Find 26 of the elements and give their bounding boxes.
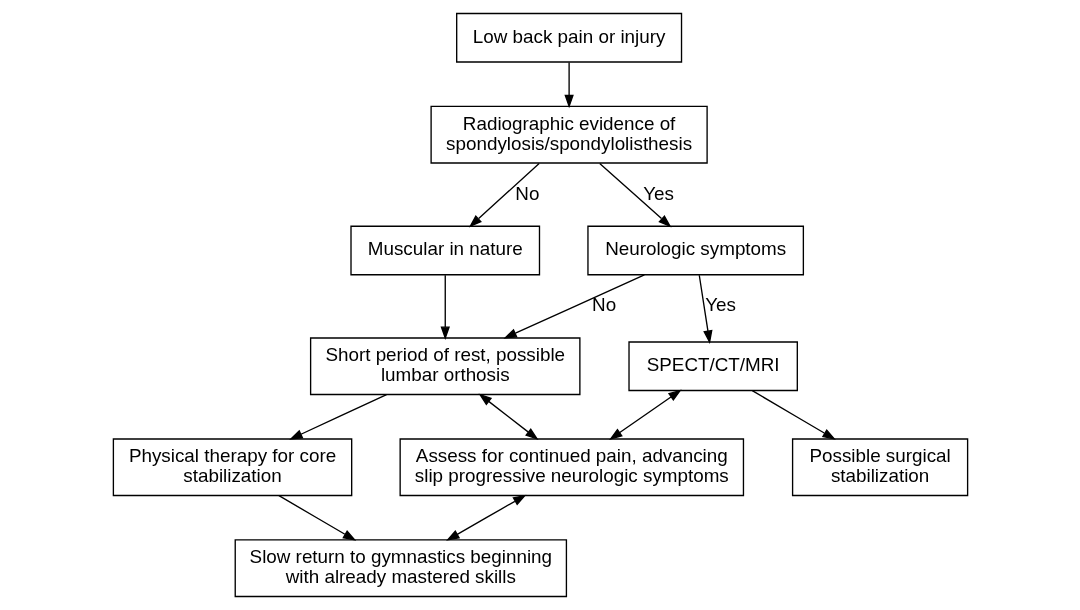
node-box: Possible surgical stabilization bbox=[791, 438, 968, 497]
edge-label: No bbox=[591, 294, 616, 316]
node-box: Radiographic evidence of spondylosis/spondylolisthesis bbox=[429, 105, 708, 164]
arrow bbox=[751, 389, 836, 440]
node-box: Physical therapy for core stabilization bbox=[112, 438, 352, 497]
edge-label: No bbox=[514, 182, 539, 204]
node-box: Muscular in nature bbox=[349, 225, 540, 276]
arrow bbox=[468, 162, 540, 228]
node-box: Slow return to gymnastics beginning with already mastered skills bbox=[234, 539, 567, 598]
arrow bbox=[478, 393, 539, 441]
arrow bbox=[502, 274, 645, 339]
node-box: Short period of rest, possible lumbar orthosis bbox=[309, 337, 581, 396]
arrow bbox=[440, 274, 450, 340]
arrow bbox=[445, 494, 526, 541]
arrow bbox=[563, 61, 574, 109]
arrow bbox=[288, 394, 387, 440]
arrow bbox=[698, 274, 712, 344]
arrow bbox=[277, 495, 356, 541]
edge-label: Yes bbox=[704, 294, 736, 316]
node-box: Assess for continued pain, advancing slip progressive neurologic symptoms bbox=[398, 438, 744, 497]
node-box: Neurologic symptoms bbox=[586, 225, 804, 276]
arrow bbox=[608, 389, 682, 440]
arrow bbox=[598, 162, 672, 228]
node-box: Low back pain or injury bbox=[455, 12, 682, 63]
node-box: SPECT/CT/MRI bbox=[627, 341, 798, 392]
edge-label: Yes bbox=[642, 182, 674, 204]
